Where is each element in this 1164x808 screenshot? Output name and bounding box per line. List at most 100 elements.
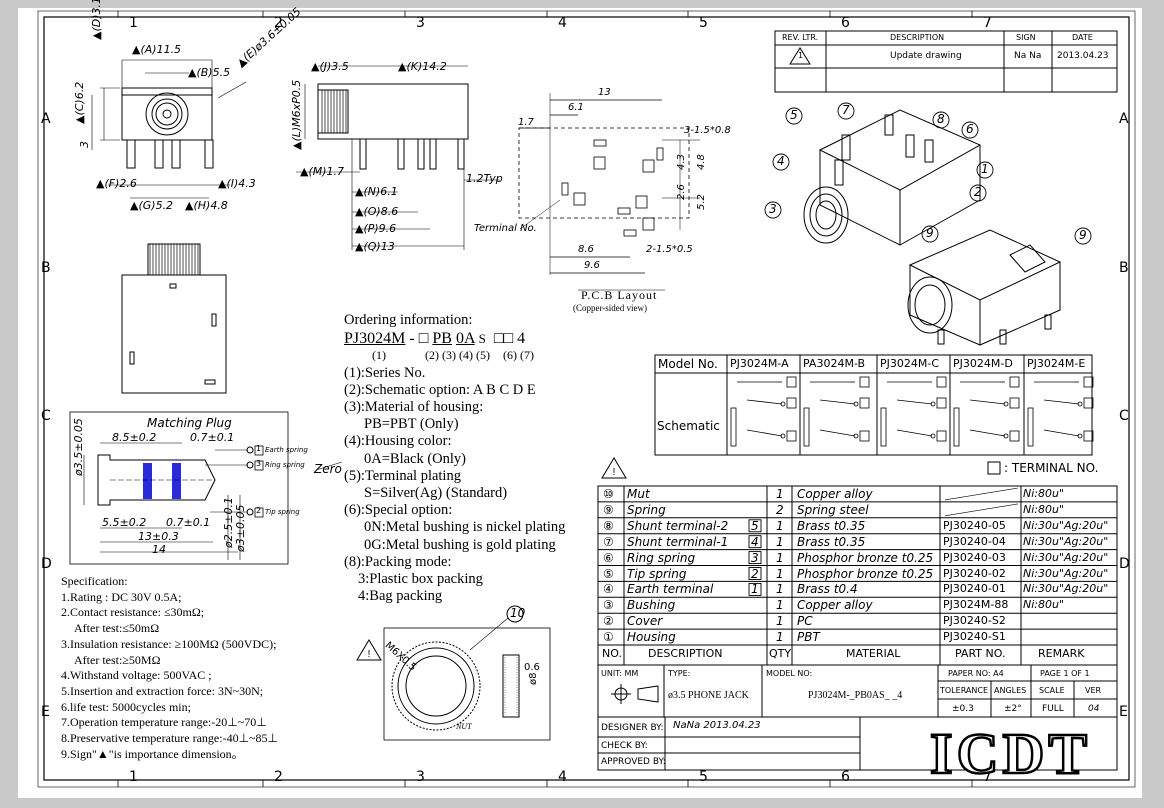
angles-value: ±2° — [1004, 704, 1022, 714]
pcb-dim-4: 4.3 — [676, 154, 687, 170]
idx-3: (3) — [442, 348, 456, 363]
plug-dim-4: 0.7±0.1 — [166, 516, 211, 529]
spec-heading: Specification: — [61, 574, 128, 588]
spec-line-5: 4.Withstand voltage: 500VAC ; — [61, 668, 212, 683]
specification: Specification: 1.Rating : DC 30V 0.5A;2.… — [61, 574, 278, 762]
iso-balloon-3: 6 — [966, 122, 974, 136]
front-dim-6: ▲(F)2.6 — [96, 177, 137, 190]
ordering-line-2: (3):Material of housing: — [344, 399, 484, 416]
model-value: PJ3024M-_PB0AS_ _4 — [808, 690, 903, 701]
pcb-dim-1: 6.1 — [568, 102, 584, 113]
ordering-heading: Ordering information: — [344, 312, 473, 328]
ordering-line-4: (4):Housing color: — [344, 433, 452, 450]
plug-dim-5: 13±0.3 — [138, 530, 179, 543]
iso-balloon-circle-9 — [1074, 227, 1092, 245]
iso-balloon-circle-1 — [837, 102, 855, 120]
bom-no-0: ⑩ — [603, 487, 614, 501]
bom-remark-4: Ni:30u"Ag:20u" — [1023, 550, 1109, 564]
bom-header-2: QTY — [769, 647, 792, 660]
zone-row-left-B: B — [41, 260, 51, 276]
company-logo: ICDT — [929, 720, 1092, 788]
schematic-body-3 — [953, 407, 960, 447]
spring-label-3: Ring spring — [265, 461, 305, 469]
paper-no: PAPER NO: A4 — [948, 669, 1004, 678]
bom-remark-3: Ni:30u"Ag:20u" — [1023, 534, 1109, 548]
code-part: PJ3024M — [344, 330, 406, 348]
bom-desc-0: Mut — [627, 487, 650, 501]
side-view — [296, 65, 500, 250]
idx-7: (7) — [520, 348, 534, 363]
front-dim-1: ▲(B)5.5 — [188, 66, 231, 79]
iso-balloon-circle-7 — [764, 201, 782, 219]
side-dim-6: ▲(P)9.6 — [355, 222, 397, 235]
spring-num-2: 2 — [256, 506, 262, 515]
zone-row-right-D: D — [1119, 556, 1130, 572]
bom-part-4: PJ30240-03 — [943, 550, 1006, 564]
zone-col-bottom-5: 5 — [699, 769, 708, 785]
pcb-dim-5: 4.8 — [696, 154, 707, 170]
side-dim-3: ▲(M)1.7 — [300, 165, 345, 178]
check-label: CHECK BY: — [601, 741, 648, 751]
ordering-line-11: (8):Packing mode: — [344, 553, 452, 570]
schematic-model-0: PJ3024M-A — [730, 357, 789, 370]
zone-row-right-B: B — [1119, 260, 1129, 276]
bom-desc-2: Shunt terminal-2 — [627, 518, 729, 533]
schematic-body-2 — [880, 407, 887, 447]
spec-line-3: 3.Insulation resistance: ≥100MΩ (500VDC)… — [61, 636, 277, 651]
bom-remark-6: Ni:30u"Ag:20u" — [1023, 582, 1109, 596]
pcb-dim-0: 13 — [598, 87, 611, 98]
ordering-line-5: 0A=Black (Only) — [364, 450, 467, 467]
iso-balloon-5: 1 — [981, 162, 989, 176]
code-dash: - — [409, 330, 415, 348]
front-dim-9: ▲(H)4.8 — [185, 199, 228, 212]
pcb-dim-8: 2-1.5*0.5 — [646, 244, 693, 255]
ver-value: 04 — [1088, 704, 1100, 714]
matching-plug-drawing — [69, 411, 289, 565]
bom-qty-7: 1 — [776, 598, 784, 613]
bom-term-box-6 — [748, 582, 762, 596]
side-dim-4: ▲(N)6.1 — [355, 185, 398, 198]
schematic-terminal-box-1 — [859, 376, 870, 388]
bom-term-box-2 — [748, 519, 762, 533]
zone-col-bottom-4: 4 — [558, 769, 567, 785]
ver-header: VER — [1085, 686, 1102, 695]
pcb-terminal-box-1 — [573, 192, 586, 206]
bom-term-2: 5 — [751, 518, 759, 533]
spec-line-6: 5.Insertion and extraction force: 3N~30N… — [61, 683, 264, 698]
bom-qty-8: 1 — [776, 614, 784, 629]
bom-part-6: PJ30240-01 — [943, 582, 1006, 596]
bom-part-5: PJ30240-02 — [943, 566, 1006, 580]
nut-label: NUT — [456, 722, 472, 731]
bom-part-9: PJ30240-S1 — [943, 630, 1006, 644]
zone-col-bottom-7: 7 — [983, 769, 992, 785]
zone-row-right-C: C — [1119, 408, 1129, 424]
unit-label: UNIT: MM — [601, 669, 639, 678]
bom-material-6: Brass t0.4 — [797, 582, 858, 597]
zone-col-top-1: 1 — [129, 15, 138, 31]
bom-qty-5: 1 — [776, 566, 784, 581]
code-num: 4 — [517, 330, 526, 348]
rev-header-sign: SIGN — [1016, 33, 1036, 42]
bom-no-4: ⑥ — [603, 550, 614, 565]
rev-header-description: DESCRIPTION — [890, 33, 945, 42]
code-boxes: □□ — [493, 330, 514, 348]
iso-balloon-circle-2 — [932, 111, 950, 129]
front-dim-7: ▲(I)4.3 — [218, 177, 256, 190]
bom-remark-5: Ni:30u"Ag:20u" — [1023, 566, 1109, 580]
schematic-body-1 — [803, 407, 810, 447]
side-dim-2: ▲(L)M6xP0.5 — [290, 79, 303, 150]
bom-desc-9: Housing — [627, 630, 676, 645]
bottom-view — [121, 243, 227, 394]
ordering-line-12: 3:Plastic box packing — [358, 571, 483, 588]
plug-dim-2: ø3.5±0.05 — [72, 418, 85, 476]
ordering-line-1: (2):Schematic option: A B C D E — [344, 381, 536, 398]
spec-line-2: After test:≤50mΩ — [74, 621, 160, 636]
pcb-terminal-box-2 — [593, 156, 606, 170]
pcb-title: P.C.B Layout — [581, 288, 658, 302]
zone-col-top-5: 5 — [699, 15, 708, 31]
tolerance-header: TOLERANCE — [940, 686, 989, 695]
idx-6: (6) — [503, 348, 517, 363]
svg-text:!: ! — [613, 467, 616, 478]
rev-header-ltr: REV. LTR. — [782, 33, 819, 42]
bom-no-5: ⑤ — [603, 566, 614, 581]
